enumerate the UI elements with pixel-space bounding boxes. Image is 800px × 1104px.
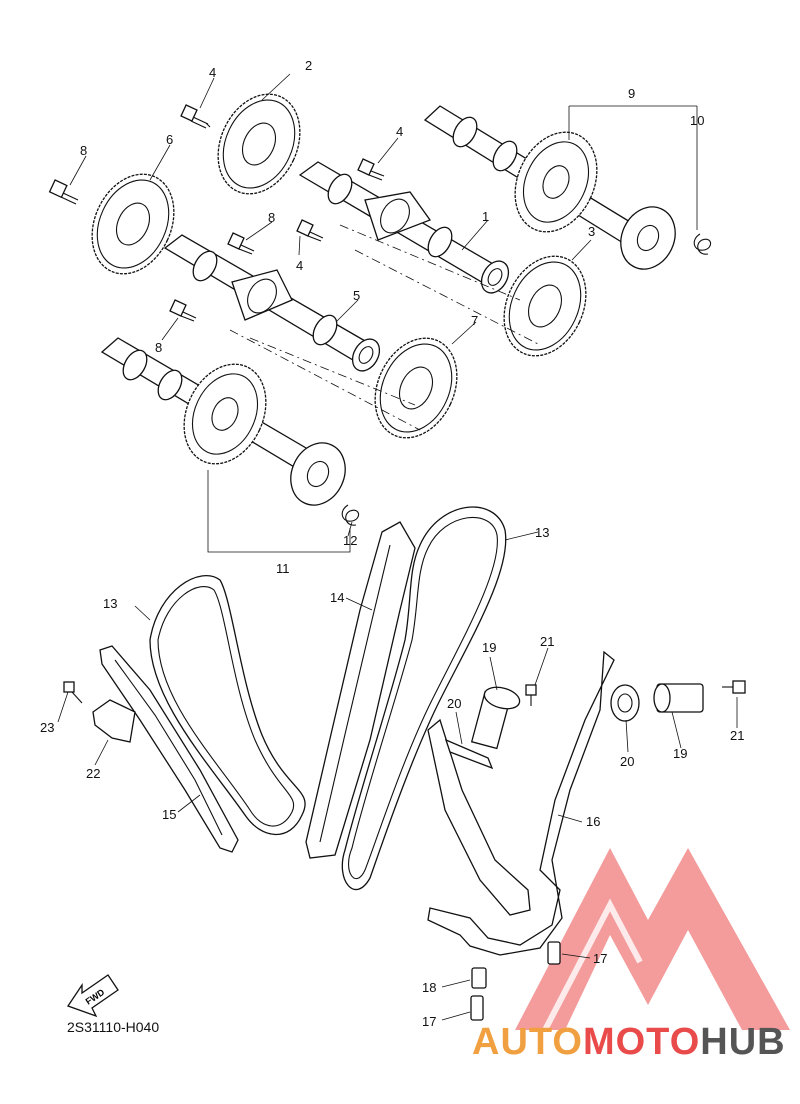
gasket-part-20-left <box>444 738 494 770</box>
callout-22: 22 <box>86 766 100 781</box>
tensioner-part-19-right <box>653 683 704 713</box>
callout-17: 17 <box>593 951 607 966</box>
bolt-part-8-top <box>48 179 79 205</box>
callout-17: 17 <box>422 1014 436 1029</box>
diagram-code: 2S31110-H040 <box>67 1019 159 1035</box>
bracket-part-22 <box>92 699 136 743</box>
camshaft-part-5 <box>163 234 381 372</box>
camshaft-part-11 <box>100 337 346 506</box>
callout-4: 4 <box>209 65 216 80</box>
callout-20: 20 <box>620 754 634 769</box>
sprocket-part-7 <box>374 337 458 439</box>
callout-19: 19 <box>482 640 496 655</box>
callout-8: 8 <box>268 210 275 225</box>
timing-chain-part-13-right <box>341 506 507 891</box>
bolt-part-21-left <box>525 684 537 706</box>
bolt-part-17-lower <box>470 995 484 1021</box>
svg-text:AUTOMOTOHUB: AUTOMOTOHUB <box>472 1021 786 1063</box>
gasket-part-20-right <box>610 684 640 722</box>
callout-13: 13 <box>535 525 549 540</box>
callout-3: 3 <box>588 224 595 239</box>
callout-7: 7 <box>471 313 478 328</box>
callout-1: 1 <box>482 209 489 224</box>
callout-12: 12 <box>343 533 357 548</box>
tensioner-part-19-left <box>470 686 521 750</box>
callout-13: 13 <box>103 596 117 611</box>
callouts: 2 4 9 10 8 6 4 1 8 4 3 5 8 7 12 11 13 13… <box>40 58 744 1029</box>
callout-20: 20 <box>447 696 461 711</box>
camshaft-part-9 <box>423 105 676 270</box>
callout-21: 21 <box>730 728 744 743</box>
spring-part-12 <box>341 504 360 526</box>
callout-21: 21 <box>540 634 554 649</box>
callout-6: 6 <box>166 132 173 147</box>
watermark-hub: HUB <box>700 1021 785 1063</box>
callout-4: 4 <box>296 258 303 273</box>
watermark-moto: MOTO <box>583 1021 700 1063</box>
camshaft-part-1 <box>298 161 510 294</box>
spring-part-10 <box>693 233 712 255</box>
bolt-part-4-top <box>180 104 211 129</box>
sprocket-part-3 <box>503 255 587 357</box>
callout-16: 16 <box>586 814 600 829</box>
callout-19: 19 <box>673 746 687 761</box>
chain-guide-part-14 <box>305 521 416 859</box>
bolt-part-4-mid <box>357 158 385 181</box>
chain-guide-part-15 <box>99 645 239 853</box>
callout-8: 8 <box>155 340 162 355</box>
callout-11: 11 <box>276 561 290 576</box>
callout-8: 8 <box>80 143 87 158</box>
watermark-logo-inner <box>542 898 643 1032</box>
callout-15: 15 <box>162 807 176 822</box>
watermark-auto: AUTO <box>472 1021 583 1063</box>
callout-14: 14 <box>330 590 344 605</box>
bolt-part-8-low <box>169 299 197 322</box>
timing-chain-part-13-left <box>149 575 306 836</box>
callout-5: 5 <box>353 288 360 303</box>
chain-guide-part-16 <box>427 650 615 956</box>
watermark: AUTOMOTOHUB <box>472 848 790 1063</box>
sprocket-part-6 <box>91 173 175 275</box>
bolt-part-23 <box>63 681 83 704</box>
callout-18: 18 <box>422 980 436 995</box>
fwd-arrow-icon: FWD <box>66 974 119 1018</box>
callout-10: 10 <box>690 113 704 128</box>
sprocket-part-2 <box>217 93 301 195</box>
bolt-part-17-upper <box>547 941 561 965</box>
callout-23: 23 <box>40 720 54 735</box>
collar-part-18 <box>471 967 487 989</box>
watermark-logo-shape <box>515 848 790 1030</box>
callout-2: 2 <box>305 58 312 73</box>
callout-9: 9 <box>628 86 635 101</box>
leader-lines <box>57 73 738 1021</box>
bolt-part-21-right <box>722 680 746 694</box>
bolt-part-8-mid <box>227 232 255 255</box>
callout-4: 4 <box>396 124 403 139</box>
bolt-part-4-low <box>296 219 324 242</box>
